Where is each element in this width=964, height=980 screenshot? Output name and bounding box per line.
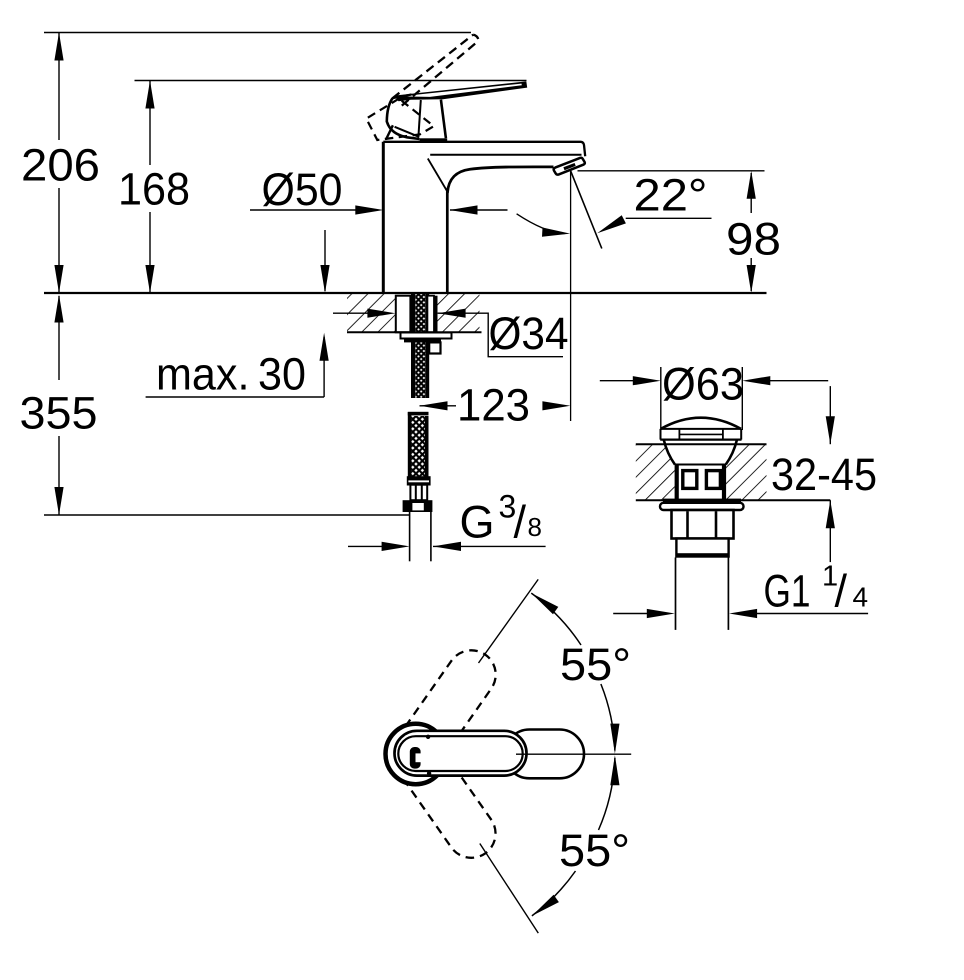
- svg-text:355: 355: [20, 388, 98, 439]
- svg-text:168: 168: [118, 164, 190, 215]
- svg-text:8: 8: [528, 512, 542, 542]
- svg-text:G: G: [460, 496, 495, 547]
- svg-text:Ø63: Ø63: [662, 359, 744, 410]
- svg-text:/: /: [835, 566, 848, 617]
- svg-text:Ø34: Ø34: [489, 308, 569, 359]
- svg-text:4: 4: [853, 582, 869, 613]
- svg-text:206: 206: [21, 140, 100, 191]
- svg-text:G1: G1: [764, 566, 811, 617]
- svg-text:3: 3: [499, 488, 517, 524]
- svg-text:22°: 22°: [634, 169, 708, 220]
- svg-text:32-45: 32-45: [771, 449, 877, 500]
- svg-text:123: 123: [457, 379, 530, 430]
- svg-text:1: 1: [822, 561, 838, 593]
- svg-text:55°: 55°: [560, 639, 631, 690]
- svg-text:98: 98: [726, 213, 781, 264]
- svg-text:/: /: [514, 496, 527, 547]
- svg-text:max. 30: max. 30: [156, 349, 306, 400]
- svg-text:55°: 55°: [559, 825, 630, 876]
- svg-text:Ø50: Ø50: [262, 164, 343, 215]
